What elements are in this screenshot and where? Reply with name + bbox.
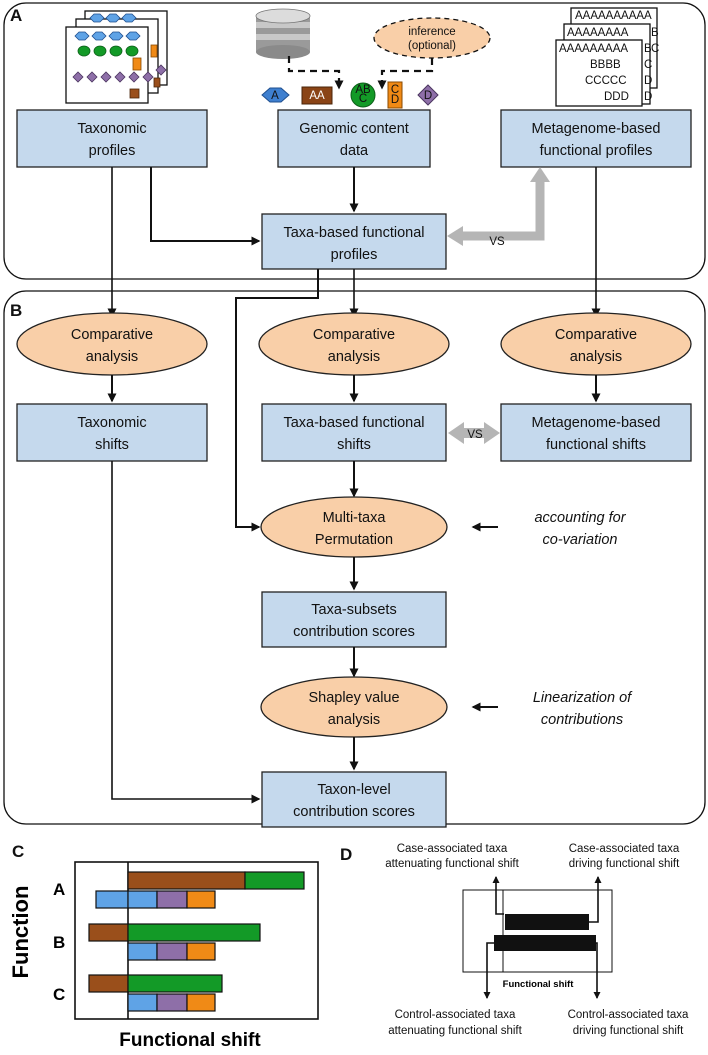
- control-attenuating-line-2: attenuating functional shift: [388, 1025, 522, 1037]
- panel-c-bars: [88, 871, 305, 1012]
- taxon-scores-box: [261, 771, 447, 828]
- comparative-left-line-1: Comparative: [71, 327, 153, 343]
- comparative-analysis-right: [500, 312, 692, 376]
- svg-text:AAAAAAAAA: AAAAAAAAA: [559, 43, 628, 55]
- svg-text:AB: AB: [355, 84, 371, 96]
- svg-text:BBBB: BBBB: [590, 59, 621, 71]
- genomic-content-box: [277, 109, 431, 168]
- svg-text:AA: AA: [309, 90, 325, 102]
- permutation-ellipse: [260, 496, 448, 558]
- taxonomic-shifts-line-1: Taxonomic: [77, 415, 146, 431]
- svg-text:C: C: [651, 43, 659, 55]
- panel-a-label: A: [10, 6, 22, 25]
- metagenome-shifts-box: [500, 403, 692, 462]
- taxonomic-profiles-line-2: profiles: [89, 143, 136, 159]
- svg-text:D: D: [644, 75, 652, 87]
- inference-ellipse: [373, 17, 491, 59]
- svg-text:D: D: [391, 94, 399, 106]
- svg-text:VS: VS: [467, 429, 483, 441]
- vs-arrow-b: VS: [448, 422, 500, 444]
- taxa-functional-profiles-line-1: Taxa-based functional: [283, 225, 424, 241]
- function-a-label: A: [53, 880, 65, 899]
- gene-content-icons: A AA AB C C D D: [261, 81, 439, 109]
- permutation-line-1: Multi-taxa: [323, 510, 387, 526]
- metagenome-shifts-line-1: Metagenome-based: [532, 415, 661, 431]
- panel-c-xlabel: Functional shift: [119, 1030, 261, 1050]
- panel-c-ylabel: Function: [8, 886, 33, 979]
- shapley-line-2: analysis: [328, 712, 380, 728]
- control-attenuating-line-1: Control-associated taxa: [395, 1009, 516, 1021]
- function-b-label: B: [53, 933, 65, 952]
- case-attenuating-line-2: attenuating functional shift: [385, 858, 519, 870]
- subset-scores-line-1: Taxa-subsets: [311, 602, 396, 618]
- comparative-center-line-2: analysis: [328, 349, 380, 365]
- taxa-functional-profiles-line-2: profiles: [331, 247, 378, 263]
- taxonomic-shifts-box: [16, 403, 208, 462]
- svg-text:AAAAAAAAAA: AAAAAAAAAA: [575, 10, 652, 22]
- panel-b-label: B: [10, 301, 22, 320]
- taxon-scores-line-1: Taxon-level: [317, 782, 390, 798]
- taxon-scores-line-2: contribution scores: [293, 804, 415, 820]
- svg-text:C: C: [359, 93, 367, 105]
- svg-text:A: A: [271, 90, 279, 102]
- comparative-center-line-1: Comparative: [313, 327, 395, 343]
- database-icon: [255, 8, 311, 59]
- taxa-functional-shifts-line-1: Taxa-based functional: [283, 415, 424, 431]
- genomic-content-line-1: Genomic content: [299, 121, 409, 137]
- covariation-note-line-1: accounting for: [534, 510, 626, 526]
- covariation-note-line-2: co-variation: [543, 532, 618, 548]
- svg-text:CCCCC: CCCCC: [585, 75, 627, 87]
- svg-text:D: D: [424, 90, 432, 102]
- shapley-line-1: Shapley value: [308, 690, 399, 706]
- subset-scores-box: [261, 591, 447, 648]
- shapley-ellipse: [260, 676, 448, 738]
- vs-arrow-a: VS: [447, 167, 550, 248]
- svg-text:D: D: [644, 91, 652, 103]
- panel-d-frame: [462, 889, 613, 973]
- svg-text:AAAAAAAA: AAAAAAAA: [567, 27, 629, 39]
- metagenome-reads-icon: AAAAAAAAAA AAAAAAAA AAAAAAAAA BBBB CCCCC…: [555, 7, 659, 107]
- panel-c-frame: [74, 861, 319, 1020]
- metagenome-profiles-box: [500, 109, 692, 168]
- taxa-functional-shifts-line-2: shifts: [337, 437, 371, 453]
- comparative-right-line-2: analysis: [570, 349, 622, 365]
- svg-text:DDD: DDD: [604, 91, 629, 103]
- comparative-analysis-left: [16, 312, 208, 376]
- comparative-right-line-1: Comparative: [555, 327, 637, 343]
- taxonomic-shifts-line-2: shifts: [95, 437, 129, 453]
- case-driving-line-1: Case-associated taxa: [569, 843, 680, 855]
- control-driving-line-1: Control-associated taxa: [568, 1009, 689, 1021]
- taxonomic-profile-icon: [65, 10, 168, 104]
- taxa-functional-shifts-box: [261, 403, 447, 462]
- comparative-analysis-center: [258, 312, 450, 376]
- case-driving-line-2: driving functional shift: [569, 858, 680, 870]
- function-c-label: C: [53, 985, 65, 1004]
- case-attenuating-line-1: Case-associated taxa: [397, 843, 508, 855]
- svg-text:VS: VS: [489, 236, 505, 248]
- control-driving-line-2: driving functional shift: [573, 1025, 684, 1037]
- metagenome-profiles-line-1: Metagenome-based: [532, 121, 661, 137]
- comparative-left-line-2: analysis: [86, 349, 138, 365]
- svg-text:B: B: [651, 27, 659, 39]
- inference-line-1: inference: [408, 26, 455, 38]
- panel-c-label: C: [12, 842, 24, 861]
- metagenome-profiles-line-2: functional profiles: [540, 143, 653, 159]
- genomic-content-line-2: data: [340, 143, 369, 159]
- taxonomic-profiles-line-1: Taxonomic: [77, 121, 146, 137]
- svg-text:C: C: [391, 84, 399, 96]
- panel-d-axis-label: Functional shift: [503, 979, 575, 990]
- subset-scores-line-2: contribution scores: [293, 624, 415, 640]
- taxa-functional-profiles-box: [261, 213, 447, 270]
- svg-text:B: B: [644, 43, 652, 55]
- inference-line-2: (optional): [408, 40, 456, 52]
- svg-text:C: C: [644, 59, 652, 71]
- linearization-note-line-2: contributions: [541, 712, 623, 728]
- taxonomic-profiles-box: [16, 109, 208, 168]
- metagenome-shifts-line-2: functional shifts: [546, 437, 646, 453]
- permutation-line-2: Permutation: [315, 532, 393, 548]
- linearization-note-line-1: Linearization of: [533, 690, 633, 706]
- panel-d-label: D: [340, 845, 352, 864]
